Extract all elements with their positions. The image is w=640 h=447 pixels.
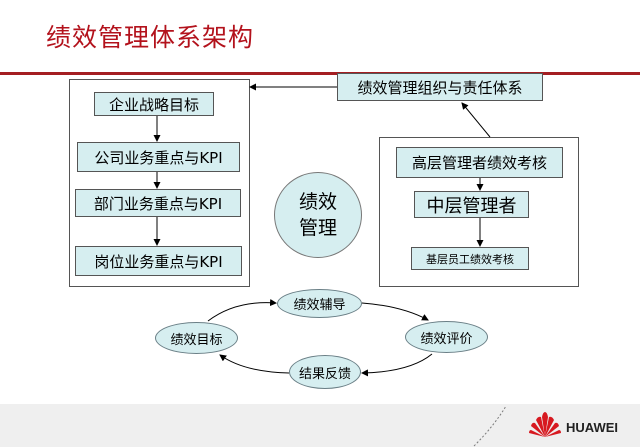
performance-evaluation-oval: 绩效评价 [405,321,488,353]
department-kpi-box: 部门业务重点与KPI [75,189,241,217]
company-kpi-box: 公司业务重点与KPI [77,142,240,172]
senior-manager-appraisal-box: 高层管理者绩效考核 [396,147,563,178]
arrow-right-frame-to-org [461,102,491,138]
cycle-arc-feedback-to-goal [219,354,290,374]
center-label-line1: 绩效 [298,191,337,213]
page-title: 绩效管理体系架构 [46,23,255,52]
cycle-arc-coaching-to-evaluation [361,302,429,321]
cycle-arc-goal-to-coaching [207,299,277,322]
result-feedback-oval: 结果反馈 [289,355,361,389]
middle-manager-box: 中层管理者 [414,191,529,218]
org-responsibility-box: 绩效管理组织与责任体系 [337,73,543,101]
basic-staff-appraisal-box: 基层员工绩效考核 [411,247,529,270]
center-label-line2: 管理 [298,217,337,239]
performance-management-oval: 绩效 管理 [274,172,362,258]
brand-wordmark: HUAWEI [566,420,618,435]
huawei-logo-icon [529,412,561,437]
performance-coaching-oval: 绩效辅导 [277,289,362,318]
footer-swoosh [473,405,507,447]
performance-goal-oval: 绩效目标 [155,322,238,354]
cycle-arc-evaluation-to-feedback [361,353,433,377]
position-kpi-box: 岗位业务重点与KPI [75,246,242,276]
enterprise-strategy-goal-box: 企业战略目标 [94,92,214,116]
title-divider [0,72,640,75]
